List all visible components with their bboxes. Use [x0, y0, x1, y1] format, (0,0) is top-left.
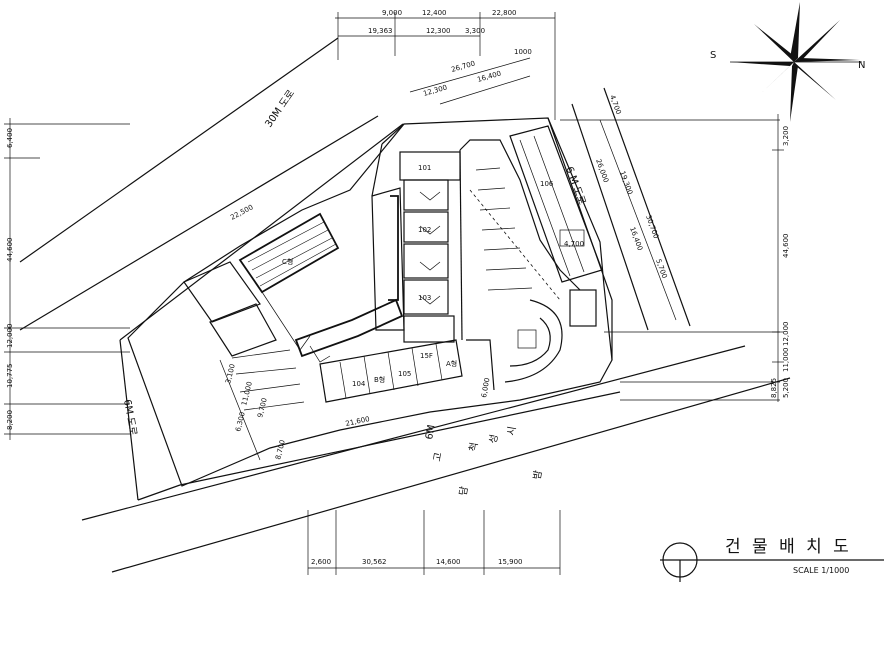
road-6m-top-label: 6 M 도로 — [563, 165, 587, 206]
dim-rdiag-3: 30,700 — [644, 214, 660, 240]
block-102: 102 — [418, 226, 431, 234]
compass-north-label: N — [858, 60, 865, 71]
dim-bottom-2: 30,562 — [362, 558, 387, 566]
block-tag-15f: 15F — [420, 352, 433, 360]
dim-inner-8: 6,000 — [480, 377, 491, 398]
dim-right-2: 44,600 — [782, 234, 790, 259]
driveway-curve — [504, 289, 597, 383]
entrance-mark-2: 밤 — [531, 469, 544, 480]
dim-top-diag-1: 26,700 — [450, 59, 476, 73]
dim-inner-1: 22,500 — [229, 203, 254, 222]
dim-inner-5: 8,700 — [274, 439, 287, 460]
dim-bottom-4: 15,900 — [498, 558, 523, 566]
dim-left-3: 12,000 — [6, 324, 14, 349]
lower-units — [319, 339, 463, 403]
dim-bottom-3: 14,600 — [436, 558, 461, 566]
road-30m-label: 30M 도로 — [263, 88, 297, 129]
dim-top-r2-1: 19,363 — [368, 27, 393, 35]
dim-right-1: 3,200 — [782, 126, 790, 146]
dim-rdiag-5: 4,700 — [564, 240, 584, 248]
dim-top-r2-2: 12,300 — [426, 27, 451, 35]
right-building — [509, 125, 603, 283]
road-6m-bottom-label: 6M — [424, 424, 437, 441]
top-dim-lines — [335, 12, 556, 120]
drawing-scale: SCALE 1/1000 — [793, 566, 849, 575]
dim-top-3: 22,800 — [492, 9, 517, 17]
dim-top-diag-4: 1000 — [514, 48, 532, 56]
dim-inner-6: 11,000 — [240, 381, 254, 407]
site-boundary — [127, 117, 613, 487]
dim-top-diag-3: 12,300 — [422, 83, 448, 97]
street-char-3: 성 — [487, 433, 500, 444]
compass-rose — [730, 2, 862, 122]
dim-top-diag-2: 16,400 — [476, 69, 502, 83]
street-band — [81, 345, 791, 573]
dim-left-4: 10,775 — [6, 364, 14, 389]
street-char-1: 고 — [432, 452, 444, 463]
dim-right-3: 12,000 — [782, 322, 790, 347]
dim-rdiag-2: 19,300 — [618, 170, 634, 196]
road-6m-right — [547, 87, 691, 360]
dim-left-5: 8,200 — [6, 410, 14, 430]
dim-rdiag-1: 26,000 — [594, 158, 610, 184]
dim-right-5: 5,200 — [782, 378, 790, 398]
block-tag-c: C형 — [282, 258, 293, 266]
left-small-buildings — [183, 261, 305, 461]
road-6m-left — [119, 339, 181, 501]
dim-top-1: 9,000 — [382, 9, 402, 17]
dim-right-4: 11,000 — [782, 348, 790, 373]
right-dim-lines — [560, 114, 784, 402]
dim-left-1: 6,400 — [6, 128, 14, 148]
block-row-left — [294, 298, 404, 363]
road-6m-left-label: 6M 도로 — [121, 399, 138, 437]
street-char-4: 시 — [505, 425, 518, 436]
compass-south-label: S — [710, 50, 716, 61]
block-105: 105 — [398, 370, 411, 378]
dim-left-2: 44,600 — [6, 238, 14, 263]
street-char-2: 척 — [467, 441, 480, 452]
dim-top-2: 12,400 — [422, 9, 447, 17]
block-tag-a: A형 — [446, 360, 457, 368]
block-104: 104 — [352, 380, 366, 388]
title-block — [660, 542, 884, 582]
tower-blocks-center — [371, 151, 461, 343]
inner-roads — [371, 123, 581, 391]
drawing-title: 건 물 배 치 도 — [725, 537, 852, 557]
dim-inner-7: 3,100 — [224, 363, 237, 384]
left-dim-lines — [4, 118, 130, 440]
block-tag-b: B형 — [374, 376, 385, 384]
road-30m — [19, 37, 404, 341]
block-106: 106 — [540, 180, 554, 188]
entrance-mark-1: 담 — [457, 485, 470, 496]
dim-inner-4: 9,700 — [256, 397, 269, 418]
block-103: 103 — [418, 294, 431, 302]
dim-bottom-1: 2,600 — [311, 558, 331, 566]
dim-right-6: 8,825 — [770, 378, 778, 398]
dim-top-r2-3: 3,300 — [465, 27, 485, 35]
bottom-dim-lines — [307, 510, 561, 575]
block-101: 101 — [418, 164, 431, 172]
